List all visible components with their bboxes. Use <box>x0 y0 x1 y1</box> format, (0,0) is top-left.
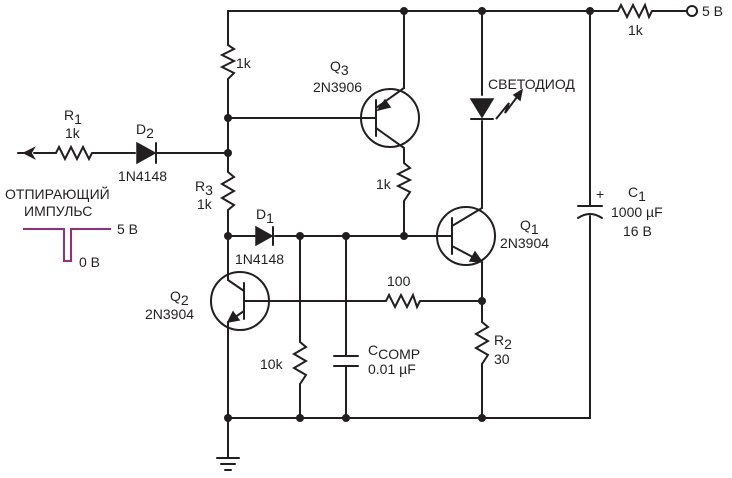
supply-resistor-value: 1k <box>628 22 644 38</box>
c1-value: 1000 µF <box>611 204 663 220</box>
ground-symbol <box>216 457 240 471</box>
ccomp-ref: CCOMP <box>368 342 420 362</box>
d1-part: 1N4148 <box>235 251 284 267</box>
transistor-q2: Q2 2N3904 <box>145 271 270 331</box>
pulse-high-label: 5 В <box>117 221 138 237</box>
pulse-low-label: 0 В <box>79 254 100 270</box>
supply-resistor: 1k <box>617 2 653 38</box>
d2-ref: D2 <box>136 121 154 141</box>
q3-part: 2N3906 <box>313 79 362 95</box>
pulse-label-line2: ИМПУЛЬС <box>24 203 92 219</box>
capacitor-c1: + C1 1000 µF 16 В <box>577 184 663 239</box>
q1-ref: Q1 <box>520 217 539 237</box>
supply-terminal: 5 В <box>686 3 723 19</box>
q3-ref: Q3 <box>330 58 349 78</box>
resistor-top-1k: 1k <box>219 44 252 80</box>
q2-part: 2N3904 <box>145 306 194 322</box>
resistor-top-1k-value: 1k <box>236 55 252 71</box>
r2-value: 30 <box>494 351 510 367</box>
transistor-q1: Q1 2N3904 <box>436 206 549 266</box>
resistor-r2: R2 30 <box>474 321 512 367</box>
transistor-q3: Q3 2N3906 <box>313 58 420 149</box>
c1-ref: C1 <box>628 184 646 204</box>
resistor-q3-collector: 1k <box>376 162 413 202</box>
junction-dots <box>224 7 594 422</box>
wires <box>33 10 687 459</box>
d1-ref: D1 <box>256 206 274 226</box>
resistor-r3: R3 1k <box>195 171 236 212</box>
r-feedback-value: 100 <box>387 273 411 289</box>
r2-ref: R2 <box>494 332 512 352</box>
q2-ref: Q2 <box>170 288 189 308</box>
input-arrow <box>17 146 36 160</box>
pulse-label-line1: ОТПИРАЮЩИЙ <box>5 185 110 202</box>
r1-ref: R1 <box>64 107 82 127</box>
resistor-10k: 10k <box>260 341 308 385</box>
q1-part: 2N3904 <box>500 235 549 251</box>
diode-d2: D2 1N4148 <box>118 121 167 184</box>
r3-ref: R3 <box>195 178 213 198</box>
r-10k-value: 10k <box>260 356 284 372</box>
resistor-feedback-100: 100 <box>385 273 421 310</box>
r1-value: 1k <box>65 125 81 141</box>
ccomp-value: 0.01 µF <box>368 361 416 377</box>
led-diode: СВЕТОДИОД <box>469 76 575 120</box>
pulse-waveform <box>23 228 111 262</box>
supply-voltage-label: 5 В <box>702 3 723 19</box>
enable-pulse: ОТПИРАЮЩИЙ ИМПУЛЬС 5 В 0 В <box>5 185 138 270</box>
r-q3-collector-value: 1k <box>376 176 392 192</box>
r3-value: 1k <box>197 196 213 212</box>
diode-d1: D1 1N4148 <box>235 206 284 267</box>
c1-voltage: 16 В <box>623 223 652 239</box>
led-label: СВЕТОДИОД <box>488 76 575 92</box>
d2-part: 1N4148 <box>118 168 167 184</box>
resistor-r1: R1 1k <box>55 107 93 162</box>
capacitor-ccomp: CCOMP 0.01 µF <box>333 342 420 377</box>
c1-polarity: + <box>596 186 604 202</box>
